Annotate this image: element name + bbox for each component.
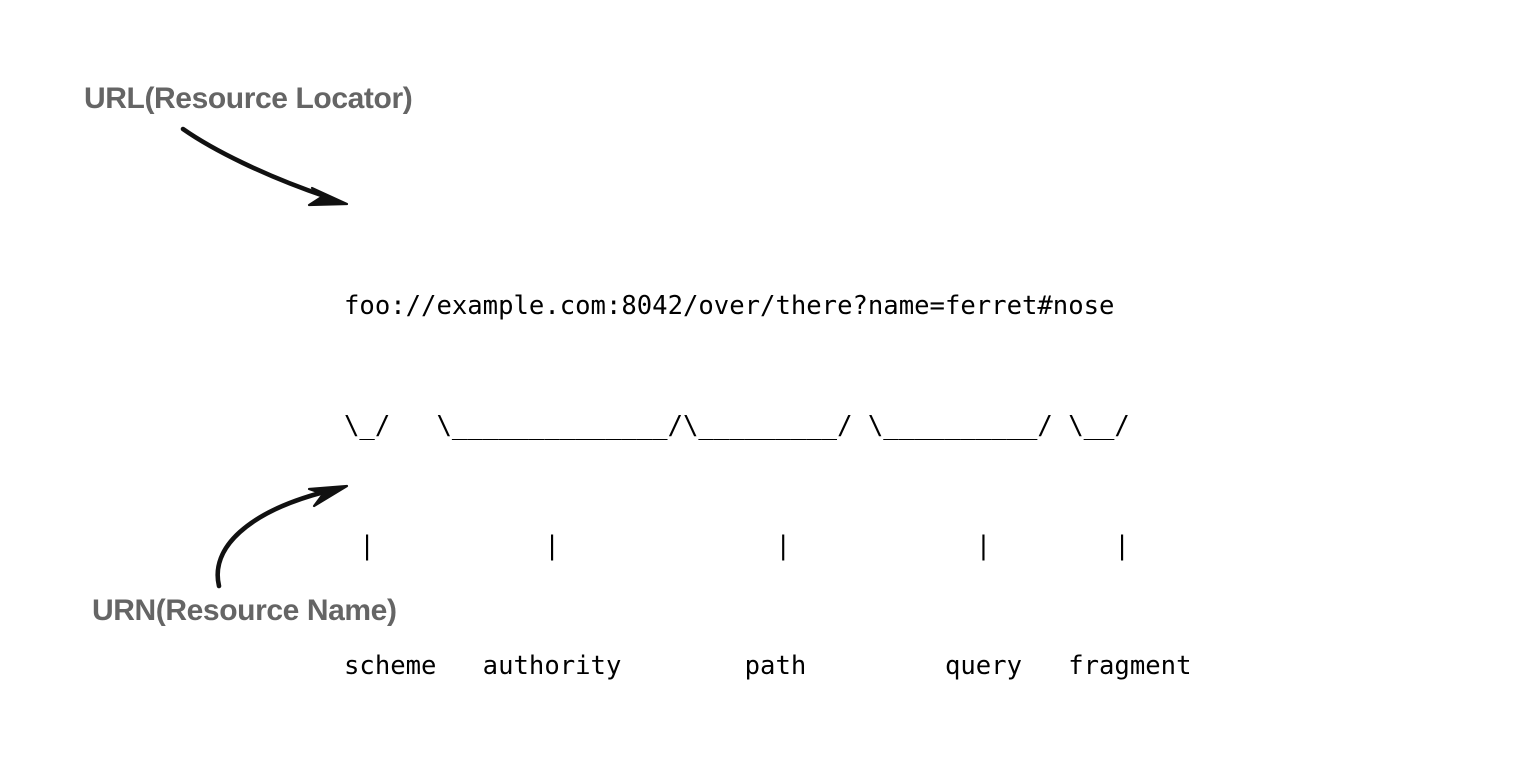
- urn-annotation-label: URN(Resource Name): [92, 594, 397, 627]
- uri-component-labels-line: scheme authority path query fragment: [344, 651, 1192, 681]
- uri-syntax-ascii-art: foo://example.com:8042/over/there?name=f…: [344, 206, 1191, 762]
- uri-connector-line: | | | | |: [344, 531, 1130, 561]
- url-annotation-label: URL(Resource Locator): [84, 82, 413, 115]
- uri-example-line: foo://example.com:8042/over/there?name=f…: [344, 291, 1115, 321]
- uri-bracket-line: \_/ \______________/\_________/ \_______…: [344, 411, 1130, 441]
